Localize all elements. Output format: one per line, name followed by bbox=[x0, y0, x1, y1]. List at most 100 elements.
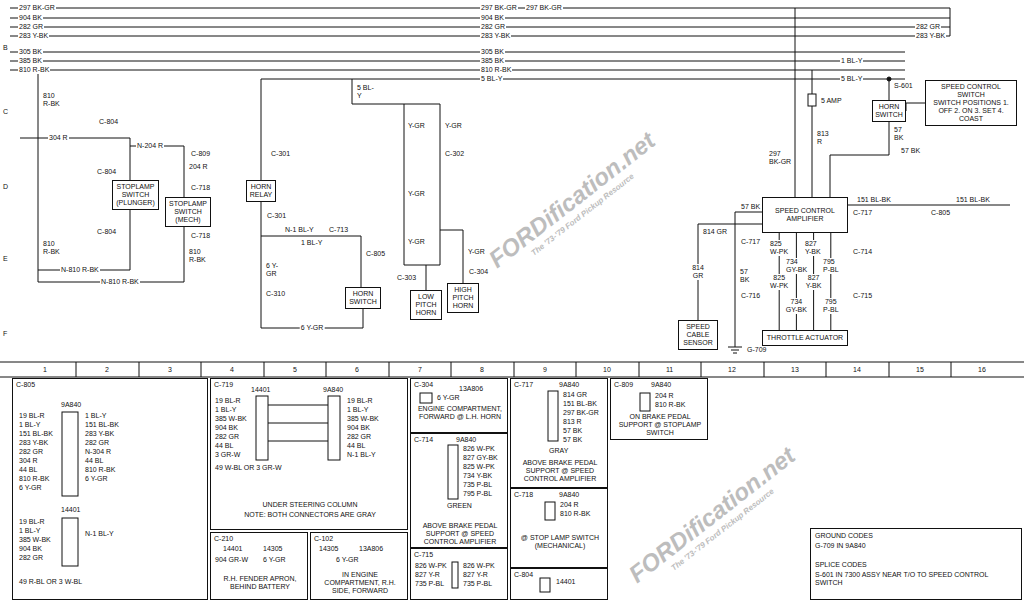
pin-label: 57 BK bbox=[562, 427, 583, 435]
pin-label: 19 BL-R bbox=[18, 412, 46, 420]
pin-label: 735 P-BL bbox=[462, 580, 493, 588]
wire-code: 904 BK bbox=[18, 14, 43, 22]
connector-symbol bbox=[540, 578, 550, 592]
pin-label: 1 BL-Y bbox=[214, 406, 237, 414]
pin-label: 1 BL-Y bbox=[18, 527, 41, 535]
horn: LOW PITCH HORN bbox=[410, 290, 442, 320]
wire-code: N-810 R-BK bbox=[100, 278, 140, 286]
part-number: 5 AMP bbox=[820, 97, 843, 105]
pin-label: 904 GR-W bbox=[214, 556, 249, 564]
pin-label: 3 GR-W bbox=[214, 451, 241, 459]
wire-code: 825 W-PK bbox=[768, 274, 790, 290]
wire-code: 57 BK bbox=[739, 268, 755, 284]
horn: HIGH PITCH HORN bbox=[447, 283, 479, 313]
part-number: 14305 bbox=[262, 545, 283, 553]
connector-id: C-718 bbox=[190, 184, 211, 192]
wire-code: 810 R-BK bbox=[18, 66, 50, 74]
bus-wires bbox=[10, 8, 950, 79]
connector-id: C-809 bbox=[190, 150, 211, 158]
grid-reference: 13 bbox=[790, 366, 800, 374]
wire-code: 282 GR bbox=[915, 23, 941, 31]
connector-panel: C-8099A840ON BRAKE PEDAL SUPPORT @ STOPL… bbox=[610, 378, 708, 440]
pin-label: 385 W-BK bbox=[18, 536, 52, 544]
pin-label: N-304 R bbox=[84, 448, 112, 456]
pin-label: 385 W-BK bbox=[214, 415, 248, 423]
grid-reference: 11 bbox=[665, 366, 674, 374]
pin-label: 6 Y-GR bbox=[436, 394, 461, 402]
wire-code: Y-GR bbox=[467, 248, 487, 256]
node-title: STOPLAMP SWITCH (MECH) bbox=[168, 200, 208, 224]
part-number: 14305 bbox=[318, 545, 339, 553]
connector-symbol bbox=[328, 396, 340, 460]
node-title: SPEED CABLE SENSOR bbox=[681, 323, 715, 347]
pin-label: N-1 BL-Y bbox=[346, 451, 377, 459]
speed-control-switch: SPEED CONTROL SWITCHSWITCH POSITIONS 1. … bbox=[925, 80, 1017, 126]
grid-reference: 15 bbox=[915, 366, 925, 374]
control-amplifier: SPEED CONTROL AMPLIFIER bbox=[762, 197, 848, 233]
pin-label: 151 BL-BK bbox=[84, 421, 120, 429]
stoplamp-switch: STOPLAMP SWITCH (MECH) bbox=[165, 197, 211, 227]
node-title: C-805 bbox=[16, 381, 35, 389]
connector-id: C-804 bbox=[96, 228, 117, 236]
wire-code: N-204 R bbox=[136, 142, 164, 150]
connector-id: C-714 bbox=[852, 248, 873, 256]
splice-ground-id: S-601 bbox=[893, 82, 914, 90]
wire-code: 283 Y-BK bbox=[480, 32, 511, 40]
pin-label: 19 BL-R bbox=[346, 397, 374, 405]
pin-label: 6 Y-GR bbox=[335, 556, 360, 564]
pin-label: 57 BK bbox=[562, 436, 583, 444]
node-note: ENGINE COMPARTMENT, FORWARD @ L.H. HORN bbox=[415, 405, 505, 421]
pin-label: 385 W-BK bbox=[346, 415, 380, 423]
wire-code: 385 BK bbox=[18, 57, 43, 65]
splice-ground-id: G-709 bbox=[746, 346, 767, 354]
connector-id: C-713 bbox=[328, 226, 349, 234]
pin-label: 304 R bbox=[18, 457, 39, 465]
node-note: ON BRAKE PEDAL SUPPORT @ STOPLAMP SWITCH bbox=[615, 413, 705, 437]
node-title: C-717 bbox=[514, 381, 533, 389]
horn-switch: HORN SWITCH bbox=[345, 287, 381, 309]
node-title: HORN SWITCH bbox=[348, 290, 378, 306]
connector-symbol bbox=[62, 518, 78, 566]
pin-label: 297 BK-GR bbox=[562, 409, 600, 417]
wire-code: 304 R bbox=[48, 134, 69, 142]
node-note: 9A840 bbox=[651, 381, 671, 389]
pin-label: 151 BL-BK bbox=[18, 430, 54, 438]
wire-connector bbox=[698, 224, 762, 320]
pin-label: 825 W-PK bbox=[462, 463, 496, 471]
node-title: C-715 bbox=[414, 551, 433, 559]
pin-label: 904 BK bbox=[214, 424, 239, 432]
wire-code: 5 BL-Y bbox=[840, 75, 863, 83]
wire-code: 57 BK bbox=[740, 203, 761, 211]
node-title: HORN RELAY bbox=[249, 183, 273, 199]
connector-id: C-805 bbox=[365, 250, 386, 258]
node-note: 9A840 bbox=[456, 436, 476, 444]
connector-panel: C-102IN ENGINE COMPARTMENT, R.H. SIDE, F… bbox=[310, 532, 408, 600]
grid-reference: 6 bbox=[354, 366, 360, 374]
node-note: 13A806 bbox=[459, 385, 483, 393]
wire-code: 5 BL-Y bbox=[480, 75, 503, 83]
pin-label: 49 R-BL OR 3 W-BL bbox=[18, 578, 83, 586]
wire-code: 283 Y-BK bbox=[915, 32, 946, 40]
pin-label: 826 W-PK bbox=[414, 562, 448, 570]
grid-reference: E bbox=[2, 255, 9, 263]
grid-reference: 14 bbox=[852, 366, 862, 374]
wire-code: 297 BK-GR bbox=[525, 4, 563, 12]
part-number: 14401 bbox=[555, 578, 576, 586]
wire-code: Y-GR bbox=[407, 122, 427, 130]
connector-id: C-301 bbox=[270, 150, 291, 158]
pin-label: 19 BL-R bbox=[18, 518, 46, 526]
node-title: C-304 bbox=[414, 381, 433, 389]
wire-code: 297 BK-GR bbox=[18, 4, 56, 12]
pin-label: 904 BK bbox=[346, 424, 371, 432]
part-number: 13A806 bbox=[358, 545, 384, 553]
pin-label: 282 GR bbox=[346, 433, 372, 441]
wire-code: 385 BK bbox=[480, 57, 505, 65]
part-number: 14401 bbox=[222, 545, 243, 553]
wire-code: 827 Y-BK bbox=[804, 274, 824, 290]
pin-label: 827 Y-R bbox=[462, 571, 489, 579]
horn-wires bbox=[261, 79, 463, 292]
connector-id: C-718 bbox=[190, 232, 211, 240]
grid-reference: C bbox=[2, 108, 9, 116]
